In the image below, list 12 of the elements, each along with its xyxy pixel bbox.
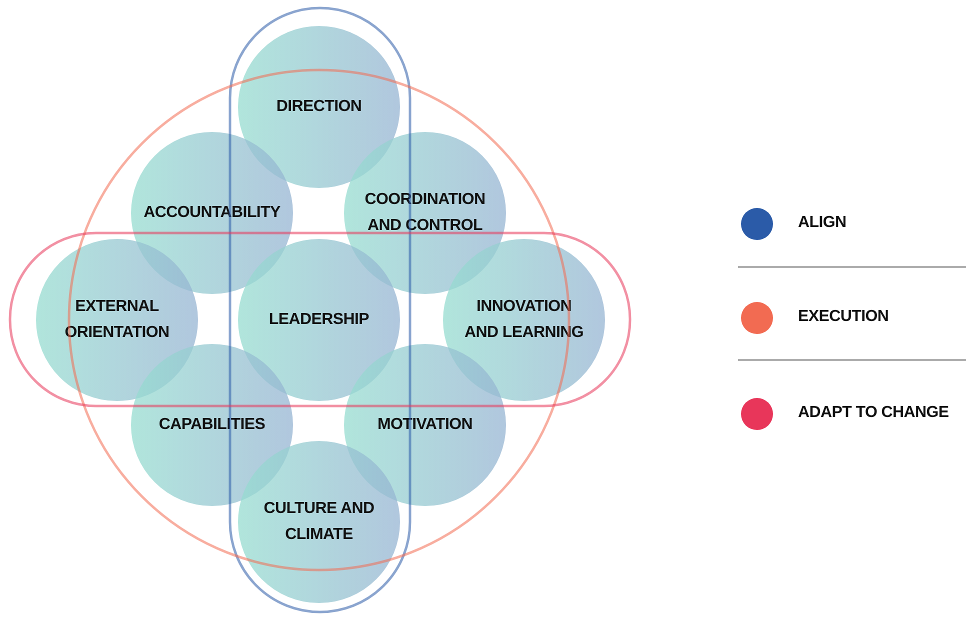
node-label: COORDINATION AND CONTROL (364, 190, 486, 236)
node-label: INNOVATION AND LEARNING (463, 297, 585, 343)
node-label: DIRECTION (275, 97, 363, 117)
node-label: LEADERSHIP (268, 310, 370, 330)
node-label: MOTIVATION (376, 415, 474, 435)
legend-label: EXECUTION (798, 308, 889, 326)
node-label: CULTURE AND CLIMATE (262, 499, 376, 545)
node-label: CAPABILITIES (158, 415, 266, 435)
node-label: EXTERNAL ORIENTATION (64, 297, 170, 343)
node-label: ACCOUNTABILITY (142, 203, 282, 223)
legend-label: ADAPT TO CHANGE (798, 404, 949, 422)
legend-label: ALIGN (798, 214, 846, 232)
